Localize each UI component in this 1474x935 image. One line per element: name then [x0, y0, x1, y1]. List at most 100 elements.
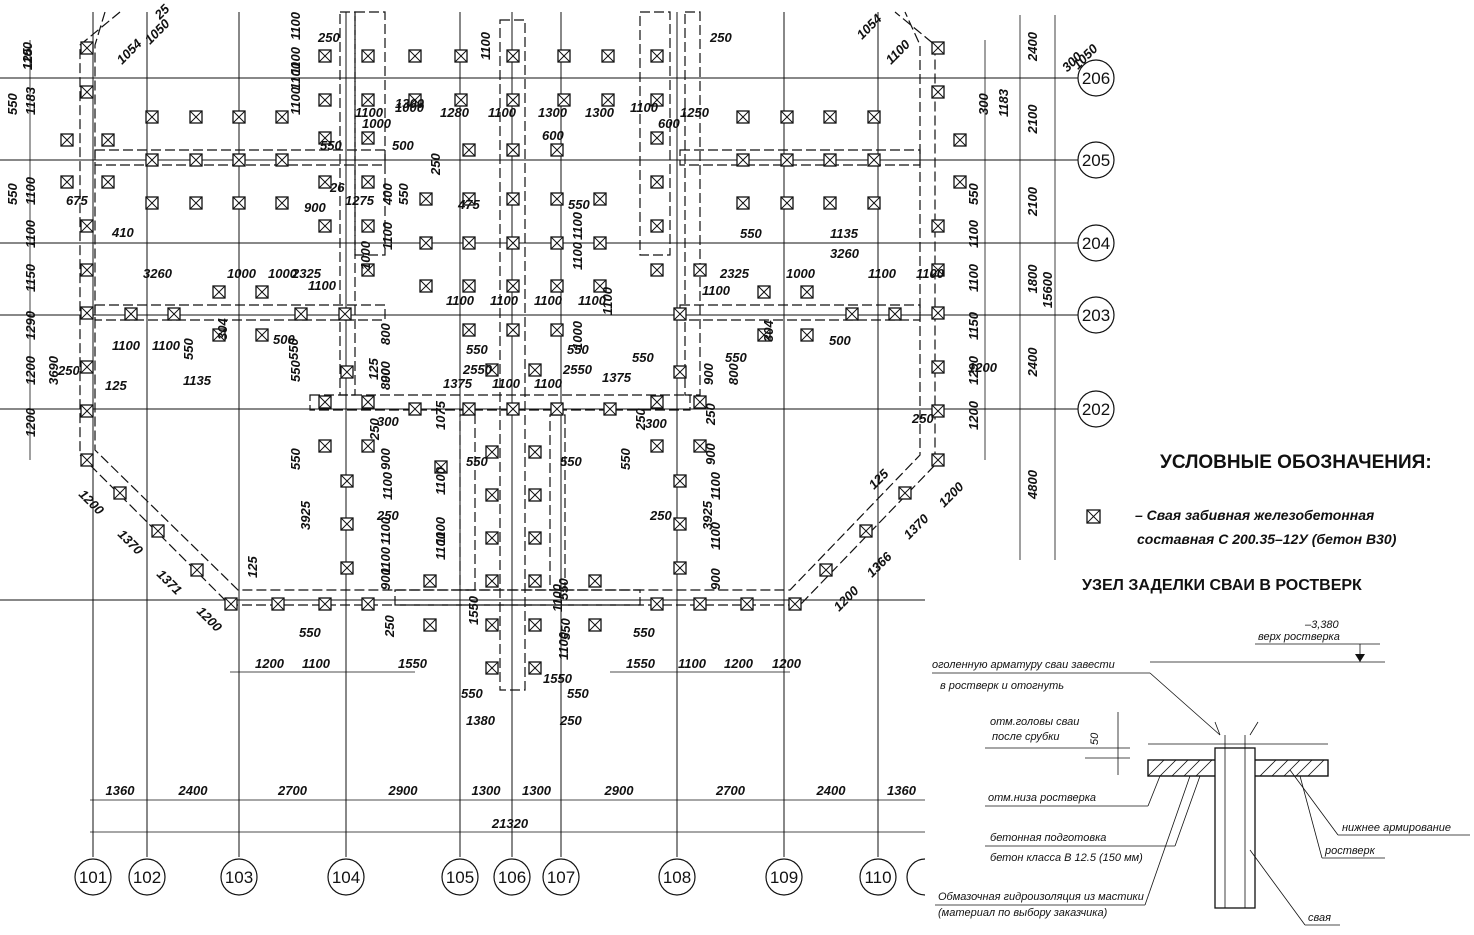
axis-bubble — [1077, 141, 1115, 179]
pile-symbol — [693, 597, 707, 611]
pile-symbol — [361, 175, 375, 189]
pile-symbol — [101, 133, 115, 147]
pile-symbol — [271, 597, 285, 611]
dimension-label: 550 — [5, 183, 20, 205]
dimension-label: 550 — [560, 454, 582, 469]
dimension-label: 3260 — [143, 266, 173, 281]
node-note-2a: отм.головы сваи — [990, 716, 1079, 728]
dimension-label: 1100 — [446, 293, 475, 308]
dimension-label: 1200 — [772, 656, 802, 671]
pile-symbol — [550, 279, 564, 293]
pile-symbol — [419, 236, 433, 250]
dimension-label: 1370 — [901, 511, 933, 543]
dimension-label: 1371 — [154, 567, 185, 598]
dimension-label: 1100 — [288, 11, 303, 40]
dimension-label: 1200 — [968, 360, 998, 375]
dimension-label: 550 — [618, 448, 633, 470]
pile-symbol — [953, 175, 967, 189]
grillage-strip — [679, 149, 921, 166]
dimension-label: 1375 — [602, 370, 632, 385]
axis-label-vertical: 104 — [332, 868, 360, 887]
axis-label-vertical: 103 — [225, 868, 253, 887]
pile-symbol — [845, 307, 859, 321]
pile-symbol — [454, 49, 468, 63]
dimension-label: 1000 — [227, 266, 257, 281]
dimension-label: 550 — [5, 93, 20, 115]
pile-symbol — [462, 279, 476, 293]
dimension-label: 1100 — [355, 105, 384, 120]
axis-label-horizontal: 205 — [1082, 151, 1110, 170]
grillage-strip — [499, 19, 526, 691]
dimension-label: 1100 — [534, 293, 563, 308]
pile-symbol — [318, 131, 332, 145]
pile-symbol — [423, 574, 437, 588]
right-dimension: 2100 — [1025, 186, 1040, 217]
dimension-label: 1250 — [680, 105, 710, 120]
pile-symbol — [361, 439, 375, 453]
pile-symbol — [693, 395, 707, 409]
pile-symbol — [419, 279, 433, 293]
pile-symbol — [318, 93, 332, 107]
pile-symbol — [528, 445, 542, 459]
pile-symbol — [485, 488, 499, 502]
axis-bubble — [220, 858, 258, 896]
dimension-label: 1100 — [112, 338, 141, 353]
dimension-label: 600 — [658, 116, 680, 131]
dimension-label: 1100 — [288, 46, 303, 75]
dimension-label: 1100 — [966, 263, 981, 292]
right-dimension: 1800 — [1025, 264, 1040, 294]
pile-symbol — [340, 561, 354, 575]
right-dimension: 2100 — [1025, 104, 1040, 135]
pile-symbol — [898, 486, 912, 500]
dimension-label: 1050 — [142, 16, 174, 48]
node-note-4a: бетонная подготовка — [990, 832, 1106, 844]
dimension-label: 550 — [568, 197, 590, 212]
axis-lines — [0, 12, 1078, 857]
pile-symbol — [80, 306, 94, 320]
dimension-label: 1100 — [378, 546, 393, 575]
pile-symbol — [294, 307, 308, 321]
pile-symbol — [757, 328, 771, 342]
dimension-label: 1100 — [23, 176, 38, 205]
dimension-label: 1366 — [864, 549, 896, 581]
pile-symbol — [673, 307, 687, 321]
dimension-label: 900 — [703, 443, 718, 465]
axis-label-horizontal: 204 — [1082, 234, 1110, 253]
dimension-label: 1000 — [362, 116, 392, 131]
dimension-label: 1200 — [255, 656, 285, 671]
dimension-label: 1100 — [708, 471, 723, 500]
pile-symbol — [859, 524, 873, 538]
dimension-label: 1550 — [543, 671, 573, 686]
dimension-label: 900 — [378, 568, 393, 590]
dimension-label: 250 — [367, 418, 382, 441]
grillage-strip — [679, 304, 921, 321]
node-label-pile: свая — [1308, 912, 1331, 924]
pile-symbol — [528, 661, 542, 675]
pile-symbol — [318, 175, 332, 189]
axis-label-vertical: 102 — [133, 868, 161, 887]
grillage-strip — [354, 11, 386, 256]
pile-symbol — [736, 153, 750, 167]
grillage-strip — [684, 11, 701, 396]
pile-symbol — [550, 143, 564, 157]
pile-symbol — [800, 328, 814, 342]
dimension-label: 1200 — [936, 479, 968, 511]
pile-symbol — [780, 196, 794, 210]
dimension-label: 3690 — [46, 355, 61, 385]
pile-symbol — [650, 263, 664, 277]
pile-symbol — [318, 395, 332, 409]
pile-symbol — [650, 597, 664, 611]
pile-symbol — [650, 131, 664, 145]
node-note-4b: бетон класса В 12.5 (150 мм) — [990, 852, 1143, 864]
dimension-label: 800 — [378, 323, 393, 345]
pile-symbol — [275, 110, 289, 124]
axis-bubble — [658, 858, 696, 896]
pile-symbol — [506, 192, 520, 206]
pile-symbol — [361, 263, 375, 277]
dimension-label: 1183 — [996, 88, 1011, 117]
dimension-label: 1200 — [966, 400, 981, 430]
axis-bubble — [1077, 59, 1115, 97]
pile-node-detail: УЗЕЛ ЗАДЕЛКИ СВАИ В РОСТВЕРК –3,380 верх… — [932, 577, 1470, 926]
pile-symbol — [931, 453, 945, 467]
grillage-strip — [639, 11, 671, 256]
